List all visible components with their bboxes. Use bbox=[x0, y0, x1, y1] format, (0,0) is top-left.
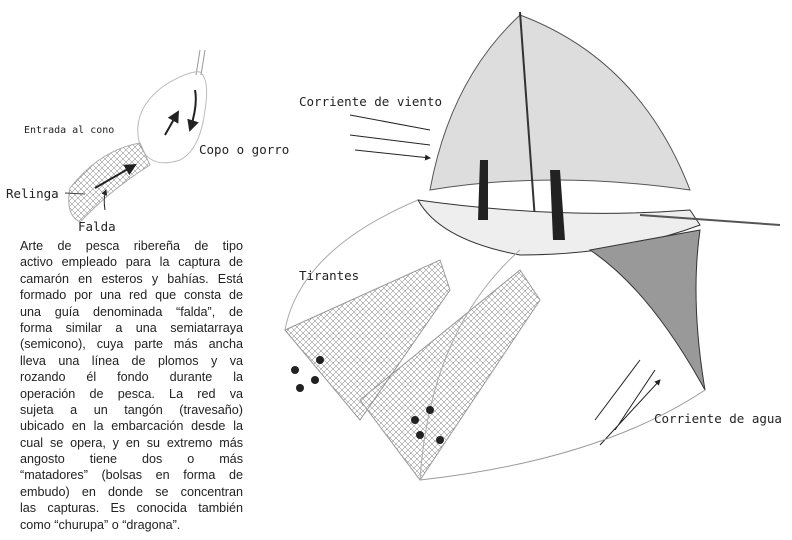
nets-drawing bbox=[284, 199, 706, 481]
description-line: Arte de pesca ribereña de tipo bbox=[20, 239, 243, 253]
description-line: embudo) en donde se concentran bbox=[20, 484, 243, 499]
description-line: lleva una línea de plomos y va bbox=[20, 353, 243, 368]
label-copo-o-gorro: Copo o gorro bbox=[199, 142, 290, 157]
description-line: las capturas. Es conocida también bbox=[20, 501, 243, 516]
label-tirantes: Tirantes bbox=[299, 268, 360, 283]
description-line: camarón en esteros y bahías. Está bbox=[20, 271, 243, 286]
description-line: (semicono), cuya parte más ancha bbox=[20, 337, 243, 352]
description-line: rozando él fondo durante la bbox=[20, 370, 243, 385]
description-line: como “churupa” o “dragona”. bbox=[20, 517, 181, 532]
description-line: una guía denominada “falda”, de bbox=[20, 304, 243, 319]
description-line: “matadores” (bolsas en forma de bbox=[20, 468, 243, 483]
description-line: ubicado en la embarcación desde la bbox=[20, 419, 243, 434]
label-corriente-de-viento: Corriente de viento bbox=[299, 94, 442, 109]
description-line: forma similar a una semiatarraya bbox=[20, 320, 243, 335]
label-relinga: Relinga bbox=[6, 186, 59, 201]
label-corriente-de-agua: Corriente de agua bbox=[654, 411, 782, 426]
description-line: angosto tiene dos o más bbox=[20, 452, 243, 467]
label-falda: Falda bbox=[78, 219, 116, 234]
description-line: operación de pesca. La red va bbox=[20, 386, 243, 401]
description-paragraph: Arte de pesca ribereña de tipo activo em… bbox=[20, 238, 243, 533]
description-line: cual se opera, y en su extremo más bbox=[20, 435, 243, 450]
description-line: activo empleado para la captura de bbox=[20, 255, 243, 270]
net-inset-drawing bbox=[64, 49, 208, 223]
description-line: sujeta a un tangón (travesaño) bbox=[20, 402, 243, 417]
boat-drawing bbox=[349, 11, 781, 446]
label-entrada-al-cono: Entrada al cono bbox=[24, 125, 115, 136]
description-line: formado por una red que consta de bbox=[20, 288, 243, 303]
